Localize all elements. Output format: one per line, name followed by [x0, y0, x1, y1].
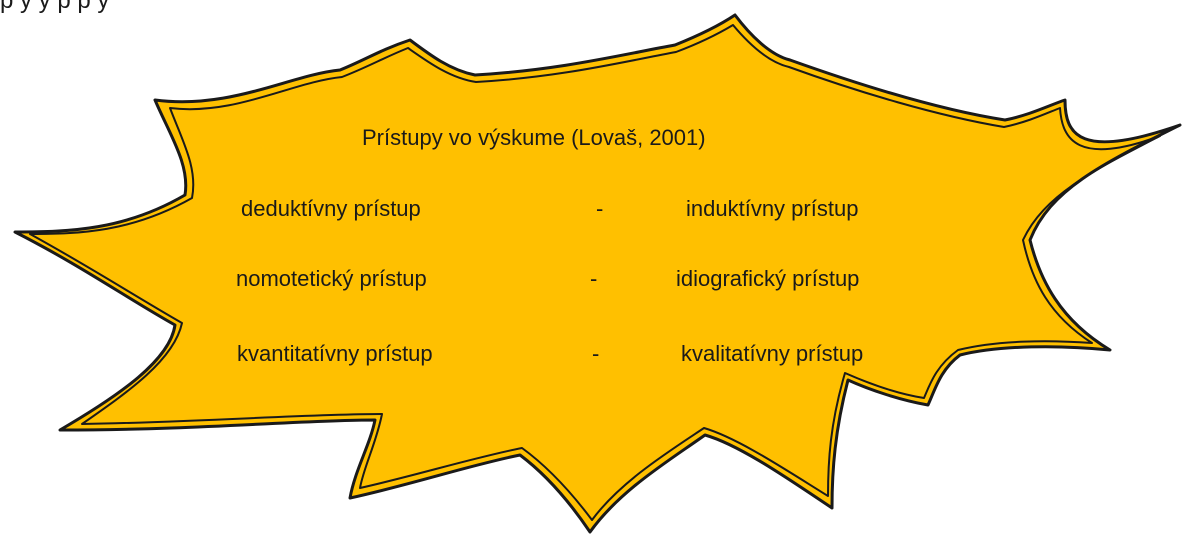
pair-1-left: deduktívny prístup [241, 196, 421, 221]
pair-3-right: kvalitatívny prístup [681, 341, 864, 366]
callout-outline-outer [13, 13, 1182, 534]
pair-1-right: induktívny prístup [686, 196, 859, 221]
pair-1-separator: - [596, 196, 604, 221]
diagram-title: Prístupy vo výskume (Lovaš, 2001) [362, 125, 706, 150]
pair-2-left: nomotetický prístup [236, 266, 427, 291]
pair-3-separator: - [592, 341, 600, 366]
pair-2-separator: - [590, 266, 598, 291]
callout-outline-inner [29, 24, 1161, 521]
pair-3-left: kvantitatívny prístup [237, 341, 433, 366]
cropped-text-line: p y y p p y [0, 0, 110, 14]
pair-2-right: idiografický prístup [676, 266, 860, 291]
